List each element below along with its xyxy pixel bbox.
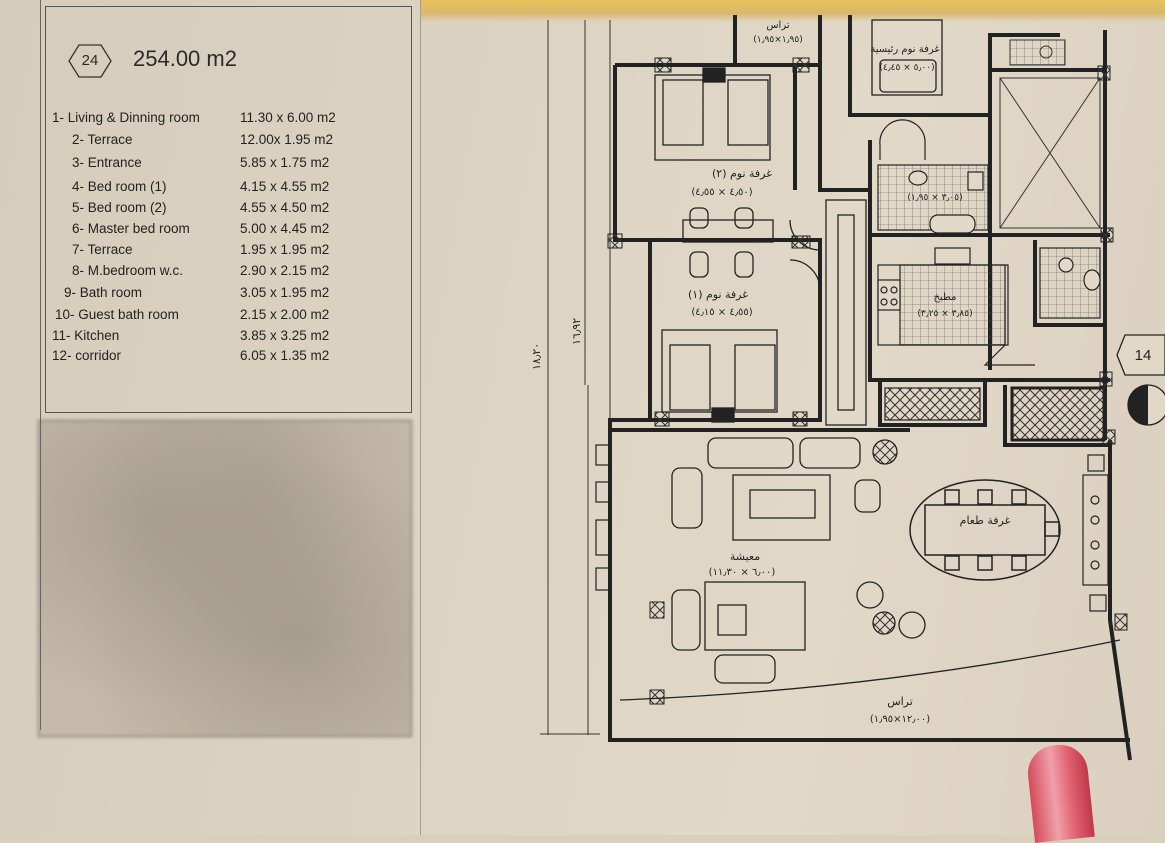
room-dims: 5.00 x 4.45 m2 [240, 221, 330, 236]
kitchen [877, 247, 1101, 366]
dining-room-label: غرفة طعام [960, 514, 1011, 527]
room-name: 11- Kitchen [52, 328, 120, 343]
room-dims: 4.15 x 4.55 m2 [240, 179, 330, 194]
bedroom-1-dims: (٤٫٥٥ × ٤٫١٥) [691, 307, 752, 318]
terrace-curve [619, 639, 1121, 701]
room-dims: 12.00x 1.95 m2 [240, 132, 334, 147]
yellow-paper-edge [420, 0, 1165, 22]
living-room-dims: (٦٫٠٠ × ١١٫٣٠) [709, 567, 776, 578]
living-room-furniture [671, 437, 926, 684]
terrace-top-dims: (١٫٩٥×١٫٩٥) [753, 35, 802, 45]
room-dims: 2.15 x 2.00 m2 [240, 307, 330, 322]
room-name: 1- Living & Dinning room [52, 110, 200, 125]
room-name: 2- Terrace [72, 132, 133, 147]
dimension-outer-label: ١٨٫٢٠ [530, 343, 543, 370]
room-name: 7- Terrace [72, 242, 133, 257]
blurred-area [38, 420, 412, 737]
room-dims: 2.90 x 2.15 m2 [240, 263, 330, 278]
terrace-void [999, 39, 1101, 229]
kitchen-label: مطبخ [933, 292, 956, 303]
room-name: 9- Bath room [64, 285, 143, 300]
terrace-top-label: تراس [766, 20, 790, 31]
dining-table [909, 479, 1061, 581]
bedroom-2-label: غرفة نوم (٢) [712, 167, 772, 180]
living-room-label: معيشة [730, 550, 760, 563]
room-name: 10- Guest bath room [55, 307, 179, 322]
page-fold-line [420, 0, 421, 835]
terrace-bottom-dims: (١٢٫٠٠×١٫٩٥) [870, 714, 930, 725]
terrace-bottom-label: تراس [887, 695, 913, 708]
bedroom-2 [654, 67, 771, 161]
master-bedroom-label: غرفة نوم رئيسية [870, 44, 939, 55]
bedroom-1-label: غرفة نوم (١) [688, 288, 748, 301]
north-arrow-icon [1127, 384, 1165, 426]
section-marker-number: 14 [1135, 347, 1152, 364]
utility-counters [884, 386, 1106, 442]
margin-line [40, 0, 41, 730]
room-name: 12- corridor [52, 348, 122, 363]
room-name: 5- Bed room (2) [72, 200, 167, 215]
living-windows [595, 444, 611, 591]
corridor-wardrobe [789, 199, 867, 426]
column-markers [607, 57, 1128, 705]
plan-number: 24 [81, 52, 99, 69]
legend-panel [45, 6, 412, 413]
room-dims: 6.05 x 1.35 m2 [240, 348, 330, 363]
master-bedroom [871, 19, 943, 96]
room-dims: 11.30 x 6.00 m2 [240, 110, 336, 125]
plan-number-hexagon-icon [68, 44, 112, 78]
room-dims: 1.95 x 1.95 m2 [240, 242, 330, 257]
room-dims: 3.05 x 1.95 m2 [240, 285, 330, 300]
room-name: 6- Master bed room [72, 221, 190, 236]
bath-dims: (٣٫٠٥ × ١٫٩٥) [907, 193, 962, 203]
kitchen-dims: (٣٫٨٥ × ٣٫٢٥) [917, 309, 972, 319]
room-dims: 5.85 x 1.75 m2 [240, 155, 330, 170]
room-dims: 3.85 x 3.25 m2 [240, 328, 330, 343]
dimension-lines [540, 20, 611, 735]
bathroom [877, 119, 989, 234]
dimension-inner-label: ١٦٫٩٢ [570, 318, 583, 345]
master-bedroom-dims: (٥٫٠٠ × ٤٫٤٥) [879, 63, 934, 73]
room-dims: 4.55 x 4.50 m2 [240, 200, 330, 215]
total-area: 254.00 m2 [133, 46, 237, 71]
desk-chairs [682, 207, 774, 278]
side-cabinets [1082, 454, 1109, 612]
section-marker [1116, 334, 1165, 376]
bedroom-2-dims: (٤٫٥٠ × ٤٫٥٥) [691, 187, 752, 198]
room-name: 4- Bed room (1) [72, 179, 167, 194]
room-name: 8- M.bedroom w.c. [72, 263, 184, 278]
bedroom-1 [661, 329, 778, 423]
room-name: 3- Entrance [72, 155, 142, 170]
